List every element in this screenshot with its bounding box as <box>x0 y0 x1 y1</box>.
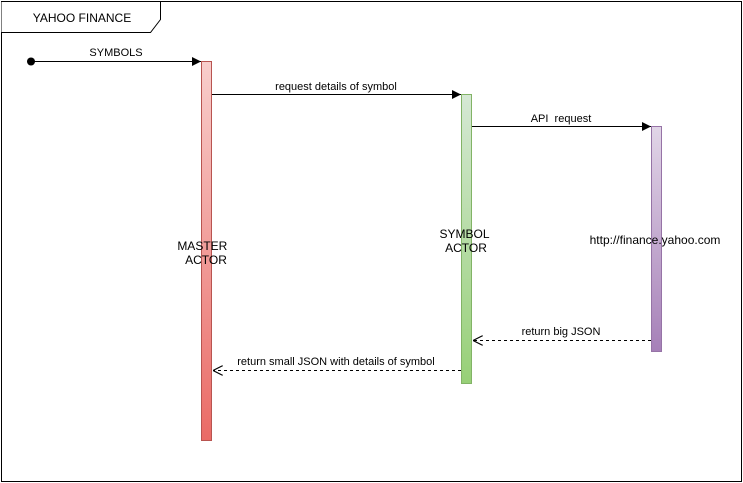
yahoo-finance-url-label: http://finance.yahoo.com <box>590 233 721 247</box>
request-details-label: request details of symbol <box>275 81 397 93</box>
return-small-json-label: return small JSON with details of symbol <box>237 356 434 368</box>
api-request-label: API request <box>531 113 592 125</box>
symbol-actor-lifeline <box>461 94 472 384</box>
yahoo-finance-api-lifeline <box>651 126 662 352</box>
symbol-actor-label: SYMBOL ACTOR <box>440 227 493 255</box>
master-actor-label-line-2: ACTOR <box>185 253 227 267</box>
symbol-actor-label-line-2: ACTOR <box>445 241 487 255</box>
frame-title: YAHOO FINANCE <box>33 11 131 25</box>
symbols-label: SYMBOLS <box>89 47 142 59</box>
symbol-actor-label-line-1: SYMBOL <box>440 227 490 241</box>
master-actor-label-line-1: MASTER <box>177 239 227 253</box>
frame-title-tab <box>1 1 161 33</box>
return-big-json-label: return big JSON <box>522 326 601 338</box>
master-actor-lifeline <box>201 61 212 441</box>
master-actor-label: MASTER ACTOR <box>177 239 230 267</box>
